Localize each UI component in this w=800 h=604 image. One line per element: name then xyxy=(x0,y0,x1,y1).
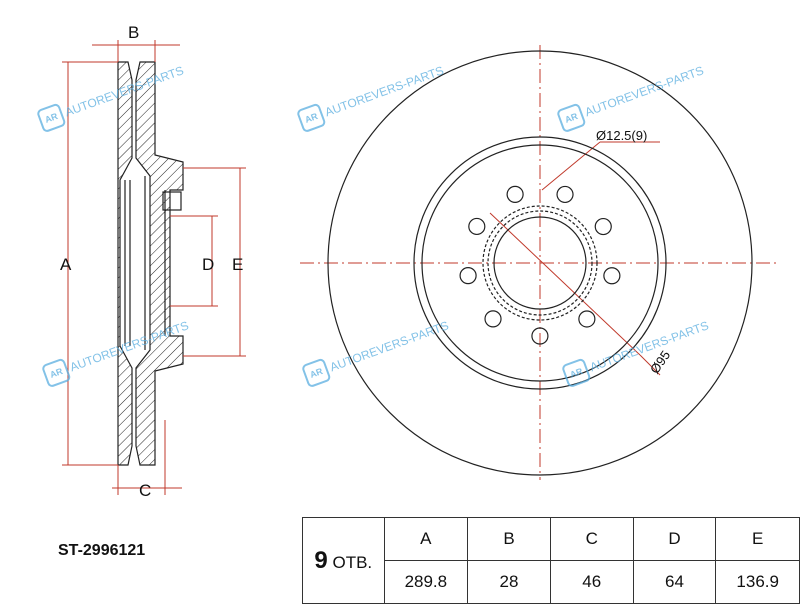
dim-label-b: B xyxy=(128,23,139,42)
dim-label-d: D xyxy=(202,255,214,274)
dim-label-a: A xyxy=(60,255,72,274)
value-c: 46 xyxy=(549,560,634,604)
bolt-hole xyxy=(556,185,574,204)
dimensions-table: 9 ОТВ. A B C D E 289.8 28 46 64 136.9 xyxy=(302,517,800,604)
header-b: B xyxy=(467,517,551,561)
disc-front-view xyxy=(327,50,753,476)
part-number: ST-2996121 xyxy=(58,542,146,559)
bolt-hole xyxy=(594,217,612,236)
bolt-holes xyxy=(459,185,621,345)
value-d: 64 xyxy=(632,560,717,604)
bolt-hole xyxy=(459,267,477,285)
bolt-hole xyxy=(506,185,524,203)
dim-label-e: E xyxy=(232,255,243,274)
value-b: 28 xyxy=(467,560,551,604)
dim-label-c: C xyxy=(139,481,151,500)
dimension-lines xyxy=(62,40,780,495)
value-a: 289.8 xyxy=(383,560,469,604)
header-d: D xyxy=(632,517,717,561)
bolt-hole xyxy=(578,310,596,328)
dim-label-hole: Ø12.5(9) xyxy=(596,128,647,143)
bolt-hole xyxy=(531,327,549,345)
holes-count-cell: 9 ОТВ. xyxy=(302,517,385,604)
header-c: C xyxy=(549,517,634,561)
bolt-hole xyxy=(484,310,502,328)
bolt-hole xyxy=(603,267,621,285)
header-a: A xyxy=(383,517,469,561)
header-e: E xyxy=(715,517,800,561)
value-e: 136.9 xyxy=(715,560,800,604)
disc-side-profile xyxy=(117,61,184,466)
bolt-hole xyxy=(468,217,486,236)
